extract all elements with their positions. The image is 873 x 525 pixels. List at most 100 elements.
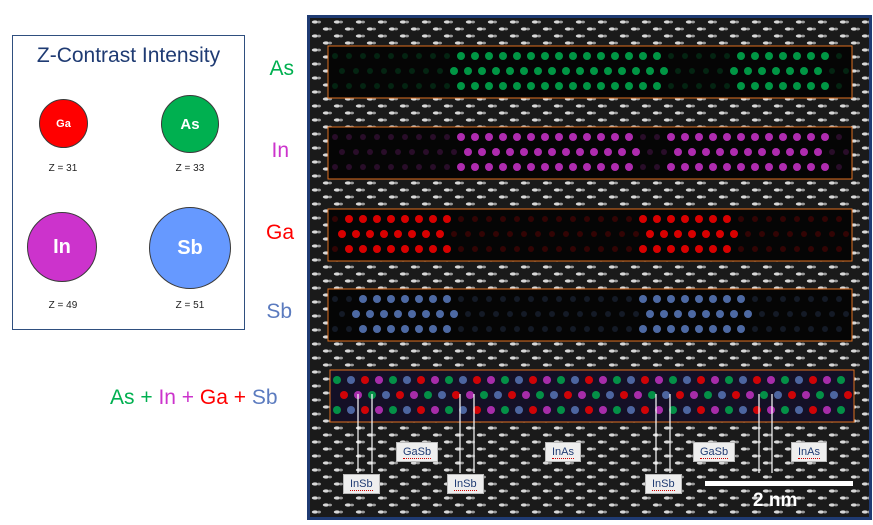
sb-map-atom: [752, 296, 758, 302]
combined-map-atom: [466, 391, 474, 399]
in-map-atom: [360, 164, 366, 170]
in-map-atom: [632, 148, 640, 156]
ga-map-atom: [401, 215, 409, 223]
as-map-atom: [541, 82, 549, 90]
ga-map-atom: [794, 216, 800, 222]
sb-map-atom: [794, 296, 800, 302]
sb-map-atom: [429, 325, 437, 333]
sb-map-atom: [394, 310, 402, 318]
in-map-atom: [793, 163, 801, 171]
combined-map-atom: [669, 376, 677, 384]
combined-map-atom: [585, 406, 593, 414]
as-map-atom: [527, 52, 535, 60]
ga-map-atom: [619, 231, 625, 237]
ga-map-atom: [394, 230, 402, 238]
ga-map-atom: [429, 215, 437, 223]
sb-map-atom: [352, 310, 360, 318]
in-map-atom: [583, 163, 591, 171]
haadf-image-panel: GaSb InAs GaSb InAs InSb InSb InSb 2 nm: [307, 15, 872, 520]
as-map-atom: [779, 82, 787, 90]
as-map-atom: [618, 67, 626, 75]
sb-map-atom: [780, 296, 786, 302]
sb-map-atom: [493, 311, 499, 317]
in-map-atom: [430, 134, 436, 140]
in-map-atom: [695, 163, 703, 171]
ga-map-atom: [716, 230, 724, 238]
z-contrast-legend: Z-Contrast Intensity Ga Z = 31 As Z = 33…: [12, 35, 245, 330]
sb-map-atom: [380, 310, 388, 318]
in-map-atom: [513, 133, 521, 141]
in-map-atom: [758, 148, 766, 156]
combined-map-atom: [767, 406, 775, 414]
ga-map-atom: [514, 216, 520, 222]
combined-map-atom: [375, 376, 383, 384]
as-map-atom: [772, 67, 780, 75]
as-map-atom: [506, 67, 514, 75]
as-map-atom: [689, 68, 695, 74]
as-map-atom: [360, 83, 366, 89]
as-map-atom: [800, 67, 808, 75]
as-map-atom: [416, 83, 422, 89]
combined-map-atom: [627, 376, 635, 384]
sb-map-atom: [570, 296, 576, 302]
ga-map-atom: [584, 246, 590, 252]
combined-map-atom: [424, 391, 432, 399]
in-map-atom: [744, 148, 752, 156]
combined-map-atom: [739, 376, 747, 384]
as-map-atom: [590, 67, 598, 75]
combined-map-atom: [795, 376, 803, 384]
sb-map-atom: [332, 296, 338, 302]
combined-map-atom: [347, 376, 355, 384]
ga-map-atom: [528, 216, 534, 222]
sb-map-atom: [759, 311, 765, 317]
in-map-atom: [604, 148, 612, 156]
in-map-atom: [843, 149, 849, 155]
combined-map-atom: [585, 376, 593, 384]
combined-map-atom: [781, 406, 789, 414]
as-map-atom: [527, 82, 535, 90]
ga-map-atom: [612, 246, 618, 252]
as-map-atom: [346, 53, 352, 59]
in-map-atom: [647, 149, 653, 155]
ga-map-atom: [493, 231, 499, 237]
sb-map-atom: [359, 325, 367, 333]
ga-map-atom: [373, 215, 381, 223]
sb-map-atom: [415, 295, 423, 303]
in-map-atom: [478, 148, 486, 156]
as-map-atom: [737, 52, 745, 60]
combined-map-atom: [634, 391, 642, 399]
in-map-atom: [541, 133, 549, 141]
combined-map-atom: [431, 406, 439, 414]
sb-map-atom: [716, 310, 724, 318]
in-map-atom: [667, 163, 675, 171]
combined-map-atom: [452, 391, 460, 399]
combined-map-atom: [340, 391, 348, 399]
sb-map-atom: [639, 295, 647, 303]
combined-map-atom: [809, 406, 817, 414]
combined-map-atom: [606, 391, 614, 399]
as-map-atom: [836, 53, 842, 59]
ga-map-atom: [843, 231, 849, 237]
combined-map-atom: [599, 376, 607, 384]
in-map-atom: [625, 133, 633, 141]
in-map-atom: [374, 134, 380, 140]
in-map-atom: [444, 134, 450, 140]
in-map-atom: [661, 149, 667, 155]
sb-map-atom: [528, 326, 534, 332]
ga-map-atom: [401, 245, 409, 253]
as-map-atom: [374, 53, 380, 59]
sb-map-atom: [535, 311, 541, 317]
sb-map-atom: [653, 325, 661, 333]
in-map-atom: [534, 148, 542, 156]
ga-atom-icon: Ga: [39, 99, 88, 148]
ga-map-atom: [380, 230, 388, 238]
ga-map-atom: [591, 231, 597, 237]
sb-map-atom: [528, 296, 534, 302]
as-map-atom: [744, 67, 752, 75]
sb-map-atom: [822, 326, 828, 332]
combined-map-atom: [522, 391, 530, 399]
ga-map-atom: [598, 246, 604, 252]
in-map-atom: [388, 164, 394, 170]
combined-map-atom: [564, 391, 572, 399]
in-atom-icon: In: [27, 212, 97, 282]
